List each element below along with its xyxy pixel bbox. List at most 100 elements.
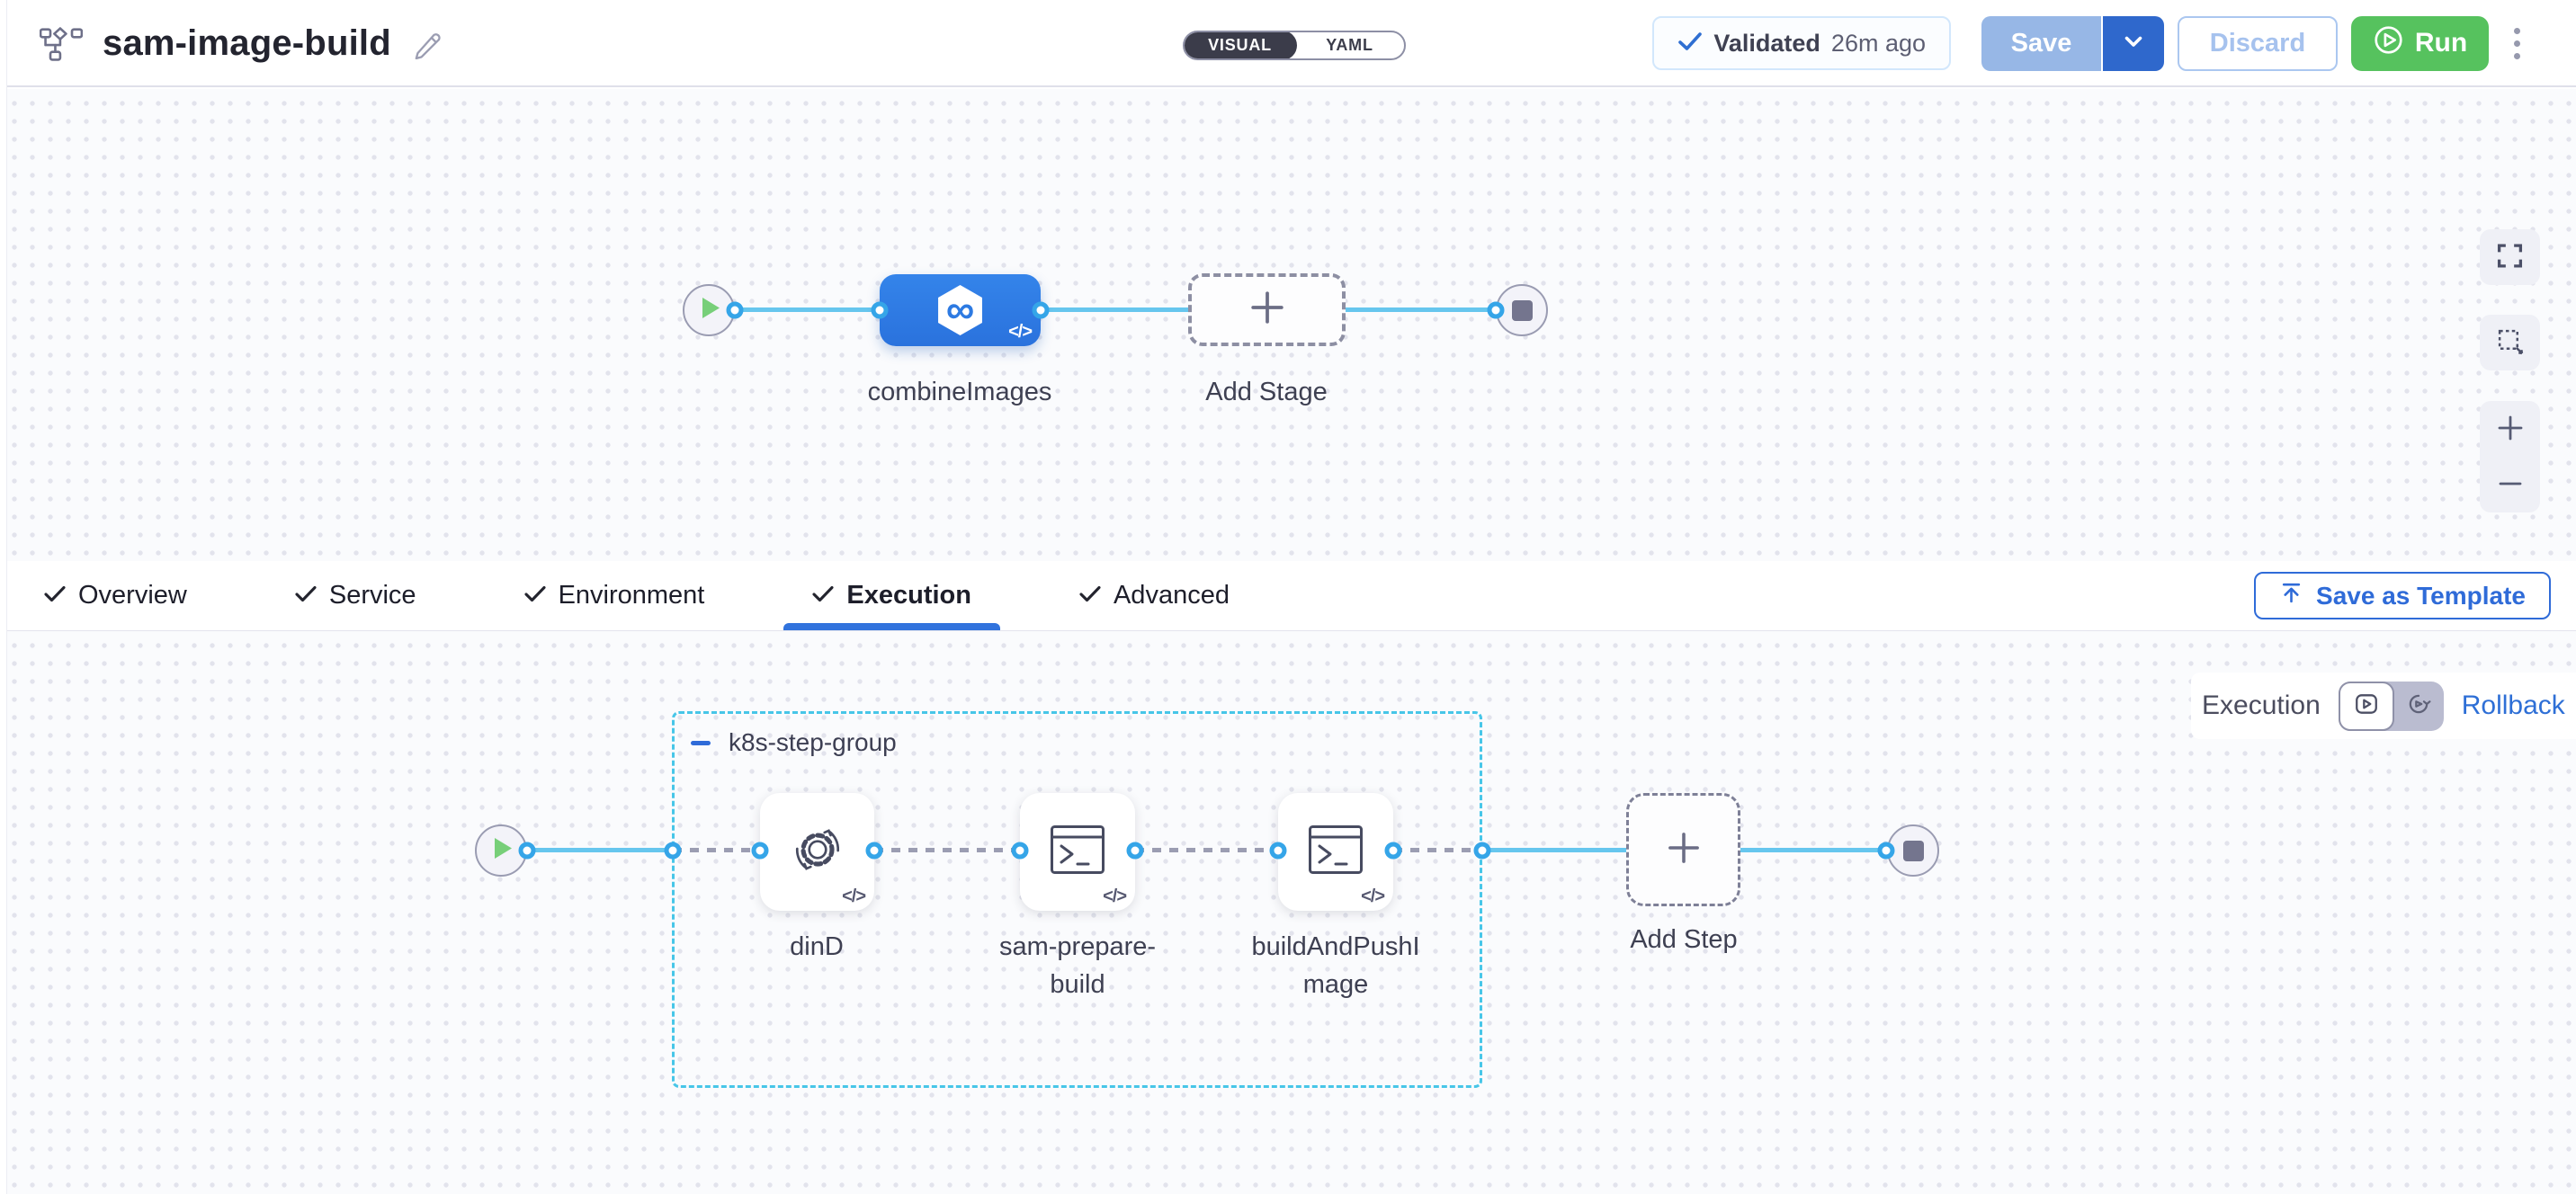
fullscreen-icon bbox=[2496, 242, 2524, 272]
code-icon: </> bbox=[1361, 887, 1384, 907]
active-tab-indicator bbox=[783, 623, 1000, 630]
terminal-icon bbox=[1050, 824, 1105, 879]
stop-icon bbox=[1903, 841, 1924, 861]
validation-time: 26m ago bbox=[1831, 30, 1926, 58]
play-icon bbox=[702, 298, 720, 323]
zoom-controls bbox=[2480, 401, 2540, 512]
connector-line bbox=[527, 848, 673, 852]
connector-line bbox=[1482, 848, 1626, 852]
save-split-button: Save bbox=[1981, 16, 2164, 71]
step-card-sam-prepare-build[interactable]: </> bbox=[1020, 793, 1135, 911]
zoom-in-button[interactable] bbox=[2480, 401, 2540, 457]
connector-port[interactable] bbox=[866, 842, 883, 859]
connector-line bbox=[735, 307, 880, 312]
minus-icon bbox=[691, 741, 711, 745]
step-group-name: k8s-step-group bbox=[729, 728, 897, 757]
header-actions: Validated 26m ago Save Discard bbox=[1652, 15, 2527, 71]
header-left: sam-image-build bbox=[40, 0, 442, 87]
sync-gear-icon bbox=[788, 820, 847, 884]
plus-icon bbox=[2496, 414, 2525, 445]
connector-port[interactable] bbox=[1033, 301, 1050, 318]
execution-end-node[interactable] bbox=[1887, 824, 1939, 877]
run-button[interactable]: Run bbox=[2351, 16, 2489, 71]
code-icon: </> bbox=[1008, 322, 1032, 343]
connector-port[interactable] bbox=[872, 301, 889, 318]
fullscreen-button[interactable] bbox=[2480, 229, 2540, 285]
rollback-link[interactable]: Rollback bbox=[2462, 691, 2565, 721]
step-card-dind[interactable]: </> bbox=[760, 793, 874, 911]
step-card-buildandpushimage[interactable]: </> bbox=[1278, 793, 1393, 911]
execution-view-option[interactable] bbox=[2339, 682, 2394, 731]
plus-icon bbox=[1247, 287, 1288, 333]
connector-port[interactable] bbox=[1012, 842, 1029, 859]
step-label-buildandpushimage[interactable]: buildAndPushImage bbox=[1243, 928, 1428, 1003]
tab-environment[interactable]: Environment bbox=[496, 561, 734, 630]
connector-port[interactable] bbox=[665, 842, 682, 859]
save-menu-button[interactable] bbox=[2101, 16, 2164, 71]
add-step-button[interactable] bbox=[1626, 793, 1740, 906]
tab-service[interactable]: Service bbox=[266, 561, 445, 630]
visual-yaml-toggle: VISUAL YAML bbox=[1183, 31, 1406, 60]
tab-label: Service bbox=[329, 581, 416, 610]
add-step-label[interactable]: Add Step bbox=[1549, 921, 1819, 958]
connector-port[interactable] bbox=[519, 842, 536, 859]
validation-status: Validated bbox=[1713, 30, 1820, 58]
zoom-out-button[interactable] bbox=[2480, 457, 2540, 512]
rollback-circular-icon bbox=[2406, 691, 2431, 721]
save-as-template-label: Save as Template bbox=[2316, 582, 2526, 610]
connector-line bbox=[1740, 848, 1886, 852]
marquee-select-button[interactable] bbox=[2480, 315, 2540, 370]
toggle-yaml[interactable]: YAML bbox=[1295, 32, 1404, 58]
code-icon: </> bbox=[1103, 887, 1126, 907]
step-group-header: k8s-step-group bbox=[687, 728, 897, 757]
connector-port[interactable] bbox=[1127, 842, 1144, 859]
add-stage-button[interactable] bbox=[1188, 273, 1346, 346]
stage-canvas[interactable]: ∞ </> combineImages Add Stage bbox=[0, 89, 2576, 561]
pipeline-icon bbox=[40, 25, 83, 63]
connector-port[interactable] bbox=[1474, 842, 1491, 859]
connector-port[interactable] bbox=[727, 301, 744, 318]
run-label: Run bbox=[2415, 28, 2467, 58]
step-label-sam-prepare-build[interactable]: sam-prepare-build bbox=[995, 928, 1160, 1003]
check-icon bbox=[812, 585, 834, 607]
minus-icon bbox=[2496, 469, 2525, 501]
stop-icon bbox=[1512, 300, 1533, 321]
discard-button[interactable]: Discard bbox=[2178, 16, 2338, 71]
kebab-menu-icon[interactable] bbox=[2507, 21, 2527, 67]
tab-overview[interactable]: Overview bbox=[15, 561, 216, 630]
step-label-dind[interactable]: dinD bbox=[682, 928, 952, 966]
play-icon bbox=[495, 838, 513, 863]
tab-label: Advanced bbox=[1114, 581, 1230, 610]
collapse-group-button[interactable] bbox=[687, 731, 714, 754]
play-circle-icon bbox=[2373, 24, 2404, 63]
tab-label: Execution bbox=[846, 581, 971, 610]
edit-pencil-icon[interactable] bbox=[411, 29, 442, 59]
toggle-visual[interactable]: VISUAL bbox=[1183, 31, 1297, 60]
connector-port[interactable] bbox=[752, 842, 769, 859]
chevron-down-icon bbox=[2124, 36, 2142, 50]
check-icon bbox=[1079, 585, 1101, 607]
tab-advanced[interactable]: Advanced bbox=[1051, 561, 1258, 630]
connector-port[interactable] bbox=[1270, 842, 1287, 859]
save-button[interactable]: Save bbox=[1981, 16, 2101, 71]
add-stage-label[interactable]: Add Stage bbox=[1131, 373, 1401, 411]
execution-mode-label: Execution bbox=[2202, 691, 2321, 721]
execution-view-icon bbox=[2354, 691, 2379, 721]
rollback-view-option[interactable] bbox=[2394, 682, 2444, 731]
stage-node-combineimages[interactable]: ∞ </> bbox=[880, 274, 1041, 346]
connector-port[interactable] bbox=[1385, 842, 1402, 859]
tab-execution[interactable]: Execution bbox=[783, 561, 1000, 630]
save-as-template-button[interactable]: Save as Template bbox=[2254, 572, 2551, 619]
check-icon bbox=[1677, 31, 1703, 56]
validation-badge[interactable]: Validated 26m ago bbox=[1652, 16, 1951, 70]
plus-icon bbox=[1664, 828, 1704, 872]
terminal-icon bbox=[1308, 824, 1364, 879]
connector-port[interactable] bbox=[1878, 842, 1895, 859]
upload-icon bbox=[2279, 581, 2303, 611]
connector-port[interactable] bbox=[1488, 301, 1505, 318]
execution-canvas[interactable]: Execution bbox=[0, 631, 2576, 1194]
check-icon bbox=[44, 585, 66, 607]
stage-label[interactable]: combineImages bbox=[825, 373, 1095, 411]
code-icon: </> bbox=[842, 887, 865, 907]
